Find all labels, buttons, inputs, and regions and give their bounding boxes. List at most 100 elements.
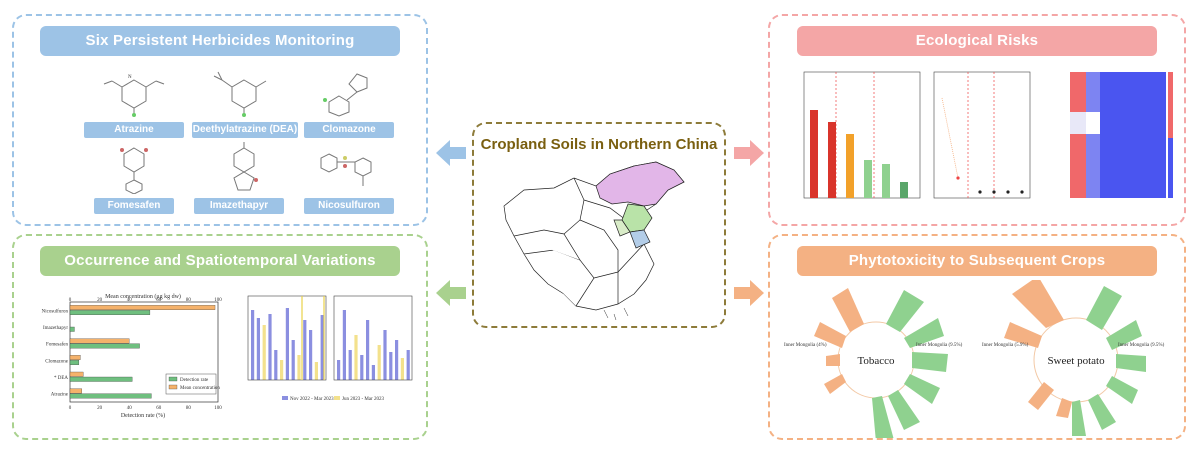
- period-legend-1: Nov 2022 - Mar 2023: [290, 397, 334, 402]
- spatio-bar: [337, 360, 341, 380]
- top-tick: 60: [156, 298, 162, 303]
- risk-bar-4: [864, 160, 872, 198]
- risk-bar-3: [846, 134, 854, 198]
- herbicides-banner: Six Persistent Herbicides Monitoring: [40, 26, 400, 56]
- herbicide-label-dea: Deethylatrazine (DEA): [192, 122, 298, 138]
- herbicide-label-imazethapyr: Imazethapyr: [194, 198, 284, 214]
- spatiotemporal-charts: Jun 2023 - Mar 2023 Nov 2022 - Mar 2023: [247, 295, 413, 402]
- imazethapyr-structure: [233, 142, 258, 191]
- bottom-tick: 80: [186, 406, 192, 411]
- china-map: [503, 161, 685, 321]
- spatio-bar: [268, 314, 272, 380]
- spatio-bar: [320, 315, 324, 380]
- bar-mean: [69, 388, 82, 394]
- spatio-bar: [395, 340, 399, 380]
- ecological-banner: Ecological Risks: [797, 26, 1157, 56]
- bottom-tick: 100: [214, 406, 222, 411]
- spatio-bar: [383, 330, 387, 380]
- legend-detection-rate: Detection rate: [180, 378, 209, 383]
- rose-charts: Tobacco Inner Mongolia (4%) Inner Mongol…: [784, 280, 1165, 438]
- risk-bar-2: [828, 122, 836, 198]
- atrazine-structure: N: [103, 75, 165, 117]
- spatio-bar: [285, 308, 289, 380]
- legend-mean-concentration: Mean concentration: [180, 386, 220, 391]
- spatio-bar: [377, 345, 381, 380]
- bottom-tick: 20: [97, 406, 103, 411]
- bar-mean: [69, 371, 84, 377]
- arrow-left-bottom: [436, 280, 466, 306]
- crop-label-tobacco: Tobacco: [857, 355, 895, 367]
- inner-mongolia-region: [595, 161, 685, 207]
- herbicide-label-clomazone: Clomazone: [304, 122, 394, 138]
- bar-detection: [69, 326, 75, 332]
- risk-dot-chart: [933, 71, 1031, 199]
- category-label: Clomazone: [45, 359, 69, 364]
- top-tick: 20: [97, 298, 103, 303]
- center-panel: Cropland Soils in Northern China: [472, 122, 726, 328]
- bar-detection: [69, 310, 151, 315]
- risk-bar-6: [900, 182, 908, 198]
- bar-mean: [69, 355, 81, 360]
- bottom-axis-label: Detection rate (%): [121, 412, 165, 419]
- spatio-bar: [342, 310, 346, 380]
- category-label: Imazethapyr: [43, 326, 68, 331]
- bar-detection: [69, 376, 133, 382]
- spatio-bar: [371, 365, 375, 380]
- spatio-bar: [354, 335, 358, 380]
- period-legend-2: Jun 2023 - Mar 2023: [342, 397, 384, 402]
- tobacco-rose: Tobacco Inner Mongolia (4%) Inner Mongol…: [784, 288, 963, 438]
- occurrence-bar-chart: Mean concentration (μg kg dw) Nicosulfur…: [42, 293, 223, 419]
- spatio-bar: [389, 352, 393, 380]
- risk-bar-1: [810, 110, 818, 198]
- spatio-bar: [400, 358, 404, 380]
- top-tick: 40: [127, 298, 133, 303]
- bar-mean: [69, 305, 216, 310]
- spatio-bar: [291, 340, 295, 380]
- plot-frame: [69, 301, 219, 403]
- arrow-right-top: [734, 140, 764, 166]
- spatio-bar: [256, 318, 260, 380]
- sweet-potato-rose: Sweet potato Inner Mongolia (5.9%) Inner…: [982, 280, 1165, 436]
- occurrence-banner: Occurrence and Spatiotemporal Variations: [40, 246, 400, 276]
- bottom-tick: 0: [69, 406, 72, 411]
- center-title: Cropland Soils in Northern China: [480, 136, 718, 153]
- herbicide-label-fomesafen: Fomesafen: [94, 198, 174, 214]
- bottom-tick: 60: [156, 406, 162, 411]
- shandong-region: [629, 229, 651, 249]
- nicosulfuron-structure: [320, 153, 372, 186]
- spatio-bar: [360, 355, 364, 380]
- spatio-bar: [406, 350, 410, 380]
- herbicide-label-atrazine: Atrazine: [84, 122, 184, 138]
- category-label: Atrazine: [51, 393, 69, 398]
- bar-detection: [69, 393, 152, 399]
- top-tick: 100: [214, 298, 222, 303]
- bar-mean: [69, 338, 130, 344]
- spatio-bar: [274, 350, 278, 380]
- herbicides-panel: Six Persistent Herbicides Monitoring N A…: [12, 14, 428, 226]
- bar-detection: [69, 343, 140, 349]
- spatio-bar: [297, 355, 301, 380]
- top-tick: 80: [186, 298, 192, 303]
- sweet-label-right: Inner Mongolia (9.5%): [1118, 343, 1165, 348]
- dea-structure: [213, 71, 267, 117]
- top-axis-label: Mean concentration (μg kg dw): [105, 293, 181, 300]
- fomesafen-structure: [120, 147, 148, 194]
- category-label: * DEA: [54, 376, 68, 381]
- legend-swatch-mean: [168, 384, 178, 390]
- spatio-bar: [262, 325, 266, 380]
- top-tick: 0: [69, 298, 72, 303]
- risk-heatmap: [1070, 72, 1173, 198]
- spatio-bar: [280, 360, 284, 380]
- risk-bar-chart: [803, 71, 921, 199]
- spatio-bar: [309, 330, 313, 380]
- ecological-panel: Ecological Risks: [768, 14, 1186, 226]
- tobacco-label-right: Inner Mongolia (9.5%): [916, 343, 963, 348]
- spatio-bar: [314, 362, 318, 380]
- crop-label-sweet-potato: Sweet potato: [1047, 355, 1105, 367]
- spatio-bar: [251, 310, 255, 380]
- occurrence-legend: Detection rate Mean concentration: [165, 373, 220, 395]
- category-label: Fomesafen: [46, 343, 68, 348]
- arrow-left-top: [436, 140, 466, 166]
- henan-region: [613, 219, 631, 237]
- bar-detection: [69, 360, 80, 365]
